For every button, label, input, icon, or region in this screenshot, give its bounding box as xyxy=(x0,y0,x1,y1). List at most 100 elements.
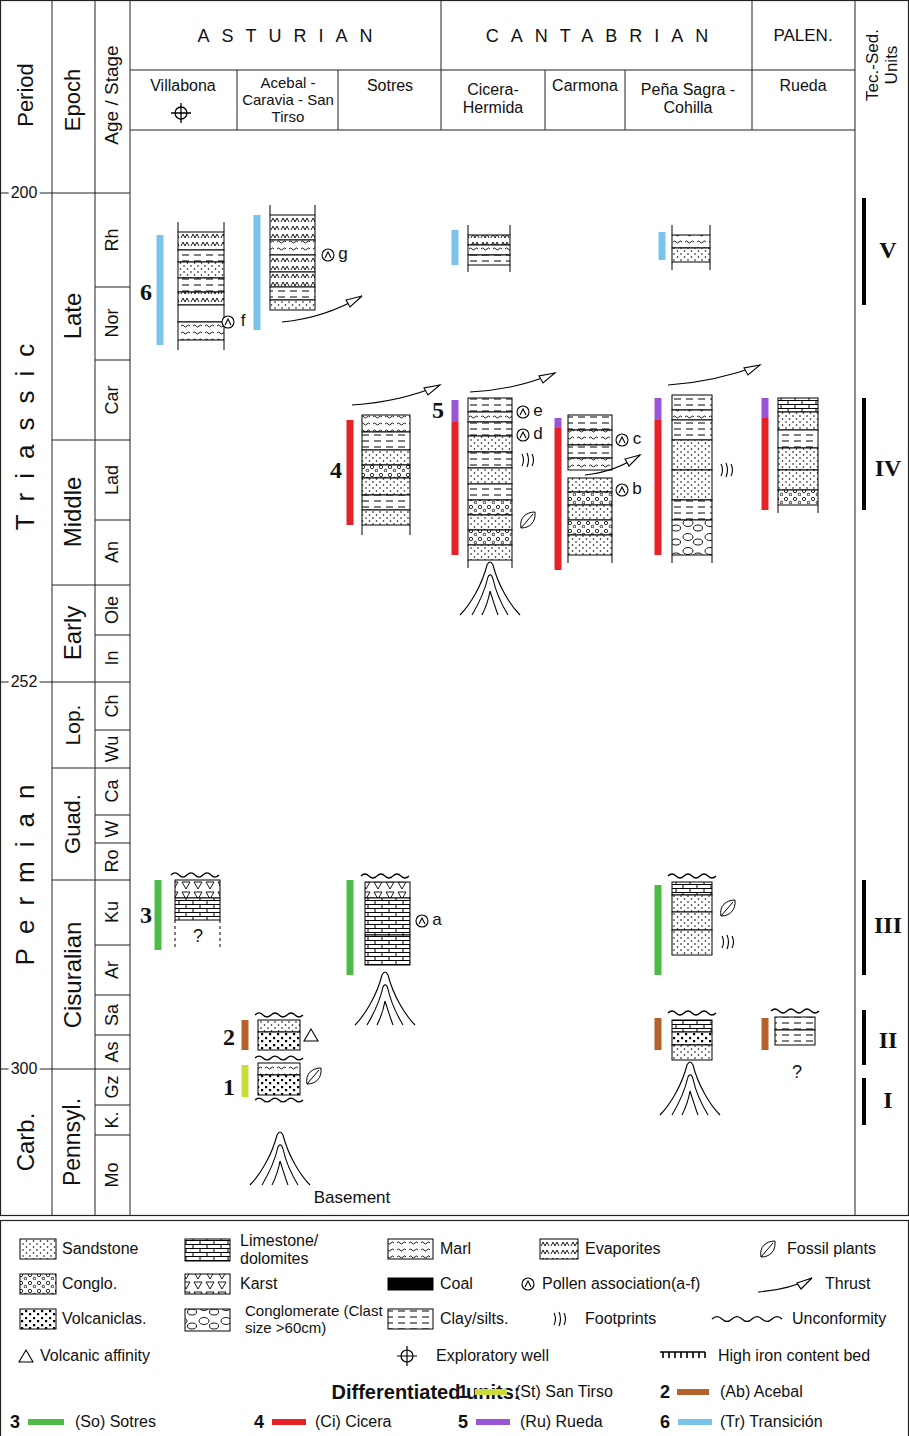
locality-header: Carmona xyxy=(552,77,618,95)
region-header: PALEN. xyxy=(773,26,832,45)
unit-number: III xyxy=(874,912,902,939)
pollen-letter: g xyxy=(338,244,347,263)
stage-name: Nor xyxy=(102,308,122,337)
legend-text: Volcanic affinity xyxy=(40,1347,150,1365)
stage-name: Wu xyxy=(102,736,122,763)
stage-name: Ch xyxy=(102,694,122,717)
stage-name: Car xyxy=(102,385,122,414)
axis-header: Tec.-Sed. Units xyxy=(863,25,901,105)
legend-text: Pollen association(a-f) xyxy=(542,1275,700,1293)
pollen-letter: b xyxy=(632,479,641,498)
epoch-name: Guad. xyxy=(61,794,86,854)
basement-label: Basement xyxy=(314,1188,391,1207)
axis-header: Age / Stage xyxy=(101,45,122,144)
legend-text: (So) Sotres xyxy=(75,1413,156,1431)
stage-name: Ar xyxy=(102,961,122,979)
epoch-name: Pennsyl. xyxy=(60,1098,86,1186)
stage-name: Ku xyxy=(102,901,122,923)
pollen-letter: e xyxy=(533,401,542,420)
locality-header: Villabona xyxy=(150,77,216,95)
legend-text: Conglomerate (Clast size >60cm) xyxy=(245,1303,385,1337)
stage-name: Mo xyxy=(102,1162,122,1187)
locality-header: Rueda xyxy=(779,77,826,95)
epoch-name: Early xyxy=(60,606,87,661)
legend-swatch xyxy=(272,1419,306,1425)
pollen-letter: d xyxy=(533,424,542,443)
stage-name: W xyxy=(102,821,122,838)
pollen-letter: a xyxy=(432,910,441,929)
stage-name: Ro xyxy=(102,849,122,872)
unit-number: V xyxy=(879,237,896,264)
stage-name: Ca xyxy=(102,779,122,802)
callout-number: 3 xyxy=(140,902,152,929)
legend-text: (Ru) Rueda xyxy=(520,1413,603,1431)
stage-name: Lad xyxy=(102,465,122,495)
region-header: ASTURIAN xyxy=(185,26,384,46)
legend-text: Coal xyxy=(440,1275,473,1293)
legend-text: Evaporites xyxy=(585,1240,661,1258)
uncertainty-mark: ? xyxy=(193,926,203,946)
region-header: CANTABRIAN xyxy=(474,26,721,46)
unit-number: II xyxy=(879,1027,898,1054)
unit-number: IV xyxy=(875,455,902,482)
legend-text: High iron content bed xyxy=(718,1347,870,1365)
stage-name: An xyxy=(102,541,122,563)
legend-text: (Ab) Acebal xyxy=(720,1383,803,1401)
age-value: 200 xyxy=(9,184,40,202)
age-value: 252 xyxy=(9,673,40,691)
uncertainty-mark: ? xyxy=(792,1062,802,1082)
age-value: 300 xyxy=(9,1060,40,1078)
epoch-name: Lop. xyxy=(61,705,85,746)
stage-name: K. xyxy=(102,1111,122,1128)
pollen-letter: c xyxy=(633,429,642,448)
legend-text: Fossil plants xyxy=(787,1240,876,1258)
legend-text: (Tr) Transición xyxy=(720,1413,823,1431)
period-name: Carb. xyxy=(13,1113,40,1172)
legend-text: Exploratory well xyxy=(436,1347,549,1365)
locality-header: Cicera- Hermida xyxy=(448,81,538,117)
legend-text: Sandstone xyxy=(62,1240,139,1258)
legend-text: (Ci) Cicera xyxy=(315,1413,391,1431)
epoch-name: Late xyxy=(60,293,87,340)
locality-header: Acebal - Caravia - San Tirso xyxy=(241,75,336,125)
legend-text: Thrust xyxy=(825,1275,870,1293)
stage-name: Sa xyxy=(102,1004,122,1026)
legend-text: Unconformity xyxy=(792,1310,886,1328)
legend-text: Conglo. xyxy=(62,1275,117,1293)
legend-swatch xyxy=(475,1389,507,1395)
stage-name: Ole xyxy=(102,596,122,624)
callout-number: 5 xyxy=(432,397,444,424)
legend-text: (St) San Tirso xyxy=(515,1383,613,1401)
legend-number: 1 xyxy=(458,1382,468,1402)
legend-swatch xyxy=(677,1389,709,1395)
legend-swatch xyxy=(678,1419,712,1425)
period-name: Triassic xyxy=(11,330,40,545)
legend-text: Marl xyxy=(440,1240,471,1258)
stage-name: As xyxy=(102,1041,122,1062)
locality-header: Peña Sagra - Cohilla xyxy=(629,81,747,117)
legend-number: 6 xyxy=(660,1412,670,1432)
callout-number: 6 xyxy=(140,279,152,306)
callout-number: 4 xyxy=(330,457,342,484)
stage-name: Gz xyxy=(102,1075,122,1098)
legend-number: 5 xyxy=(458,1412,468,1432)
axis-header: Epoch xyxy=(61,69,86,131)
stage-name: Rh xyxy=(102,228,122,251)
legend-number: 4 xyxy=(254,1412,264,1432)
legend-text: Karst xyxy=(240,1275,277,1293)
legend-text: Clay/silts. xyxy=(440,1310,508,1328)
period-name: Permian xyxy=(11,771,40,980)
epoch-name: Cisuralian xyxy=(60,922,87,1029)
legend-text: Volcaniclas. xyxy=(62,1310,147,1328)
axis-header: Period xyxy=(14,63,39,127)
callout-number: 1 xyxy=(223,1074,235,1101)
legend-text: Footprints xyxy=(585,1310,656,1328)
stage-name: In xyxy=(102,650,122,665)
pollen-letter: f xyxy=(241,311,246,330)
legend-text: Limestone/ dolomites xyxy=(240,1232,340,1268)
legend-number: 3 xyxy=(10,1412,20,1432)
legend-swatch xyxy=(476,1419,510,1425)
locality-header: Sotres xyxy=(367,77,413,95)
